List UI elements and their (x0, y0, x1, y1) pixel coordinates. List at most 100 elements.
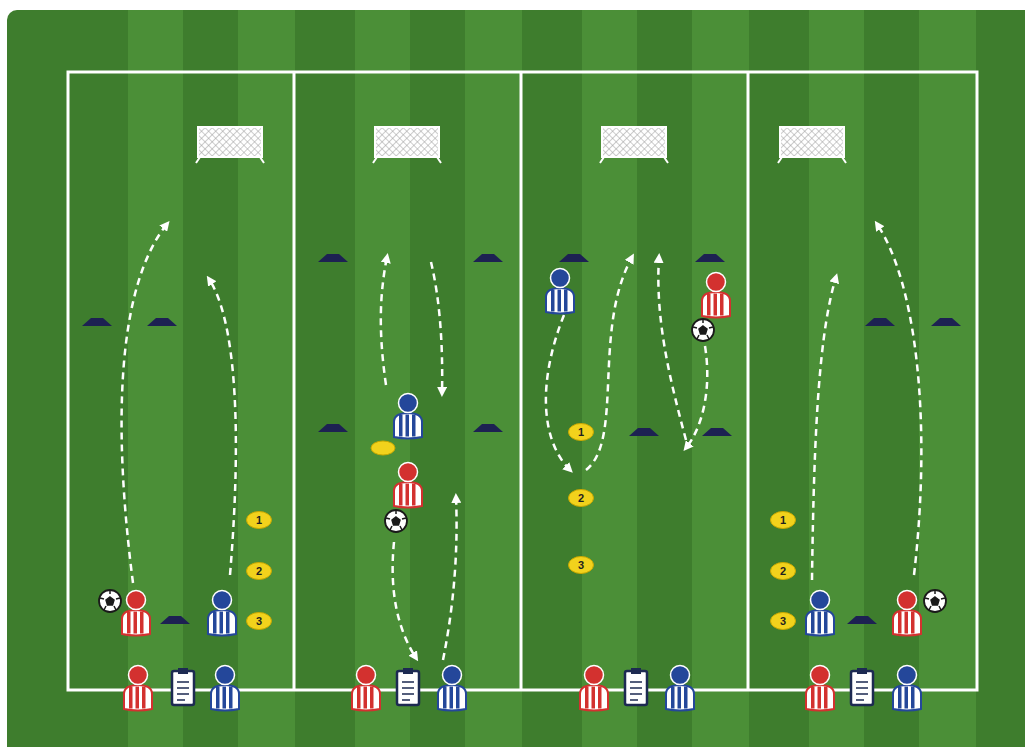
player-head (129, 666, 148, 685)
shirt-stripe (364, 687, 368, 709)
shirt-stripe (684, 687, 688, 709)
ball-pattern (925, 590, 945, 610)
goal-net (780, 127, 844, 157)
callout-disc: 2 (246, 562, 272, 580)
shirt-stripe (142, 687, 146, 709)
shirt-stripe (598, 687, 602, 709)
pitch-stripe (977, 10, 1025, 747)
red-player (893, 591, 921, 636)
player-body (702, 292, 730, 318)
goal (778, 127, 846, 163)
ball (692, 319, 714, 341)
shirt-stripe (898, 687, 902, 709)
ball-outline (385, 510, 407, 532)
player-head (213, 591, 232, 610)
pitch-stripe (355, 10, 410, 747)
red-player (394, 463, 422, 508)
shirt-stripe (406, 484, 410, 506)
clipboard-lines (402, 682, 414, 700)
callout-number: 3 (246, 613, 272, 629)
goal-post (196, 157, 264, 163)
pitch-stripe (637, 10, 692, 747)
ball-outline (99, 590, 121, 612)
callout-disc: 2 (568, 489, 594, 507)
callout-disc: 2 (770, 562, 796, 580)
clipboard-clip (857, 668, 867, 674)
shirt-stripe (824, 612, 828, 634)
cone (695, 254, 725, 262)
disc-fill (771, 512, 796, 529)
clipboards (172, 668, 873, 705)
callout-disc: 3 (246, 612, 272, 630)
shirt-stripe (134, 612, 138, 634)
player-body (208, 610, 236, 636)
goal-net (198, 127, 262, 157)
pitch-stripe (68, 10, 128, 747)
player-body (124, 685, 152, 711)
shirt-stripe (370, 687, 374, 709)
shirt-stripe (824, 687, 828, 709)
shirt-stripe (671, 687, 675, 709)
run-arrow (443, 497, 457, 660)
shirt-stripe (714, 294, 718, 316)
callout-disc: 1 (246, 511, 272, 529)
callout-number: 3 (568, 557, 594, 573)
clipboard (851, 668, 873, 705)
goal (600, 127, 668, 163)
goals (196, 127, 846, 163)
clipboard-board (851, 671, 873, 705)
player-body (394, 482, 422, 508)
player-head (216, 666, 235, 685)
divider-line (520, 72, 523, 690)
shirt-stripe (818, 612, 822, 634)
player-head (898, 591, 917, 610)
pitch-ground (7, 10, 1025, 747)
pass-arrow (393, 542, 416, 658)
pitch-lines (68, 72, 977, 690)
player-head (898, 666, 917, 685)
dribble-arrow (122, 224, 167, 583)
player-head (811, 666, 830, 685)
shirt-stripe (585, 687, 589, 709)
shirt-stripe (558, 290, 562, 312)
disc-fill (247, 563, 272, 580)
clipboard-board (397, 671, 419, 705)
players (122, 269, 921, 711)
player-head (585, 666, 604, 685)
goal-post (373, 157, 441, 163)
boundary-line (68, 72, 977, 690)
player-body (666, 685, 694, 711)
goal-back (780, 127, 844, 157)
goal-back (602, 127, 666, 157)
disc-fill (247, 512, 272, 529)
player-head (443, 666, 462, 685)
shirt-stripe (898, 612, 902, 634)
player-body (546, 288, 574, 314)
goal-net (602, 127, 666, 157)
shirt-stripe (220, 612, 224, 634)
callout-disc: 1 (770, 511, 796, 529)
cone (160, 616, 190, 624)
dribble-arrow (877, 224, 921, 575)
shirt-stripe (456, 687, 460, 709)
pitch-stripe (522, 10, 582, 747)
pitch-stripe (183, 10, 238, 747)
shirt-stripe (720, 294, 724, 316)
ball-pattern (100, 590, 120, 610)
goal-back (375, 127, 439, 157)
disc-fill (771, 563, 796, 580)
red-player (580, 666, 608, 711)
blue-player (806, 591, 834, 636)
cone (559, 254, 589, 262)
balls (99, 319, 946, 612)
shirt-stripe (911, 687, 915, 709)
shirt-stripe (911, 612, 915, 634)
red-player (352, 666, 380, 711)
red-player (124, 666, 152, 711)
divider-line (293, 72, 296, 690)
player-head (357, 666, 376, 685)
shirt-stripe (127, 612, 131, 634)
disc-fill (771, 613, 796, 630)
blue-player (208, 591, 236, 636)
blue-player (546, 269, 574, 314)
